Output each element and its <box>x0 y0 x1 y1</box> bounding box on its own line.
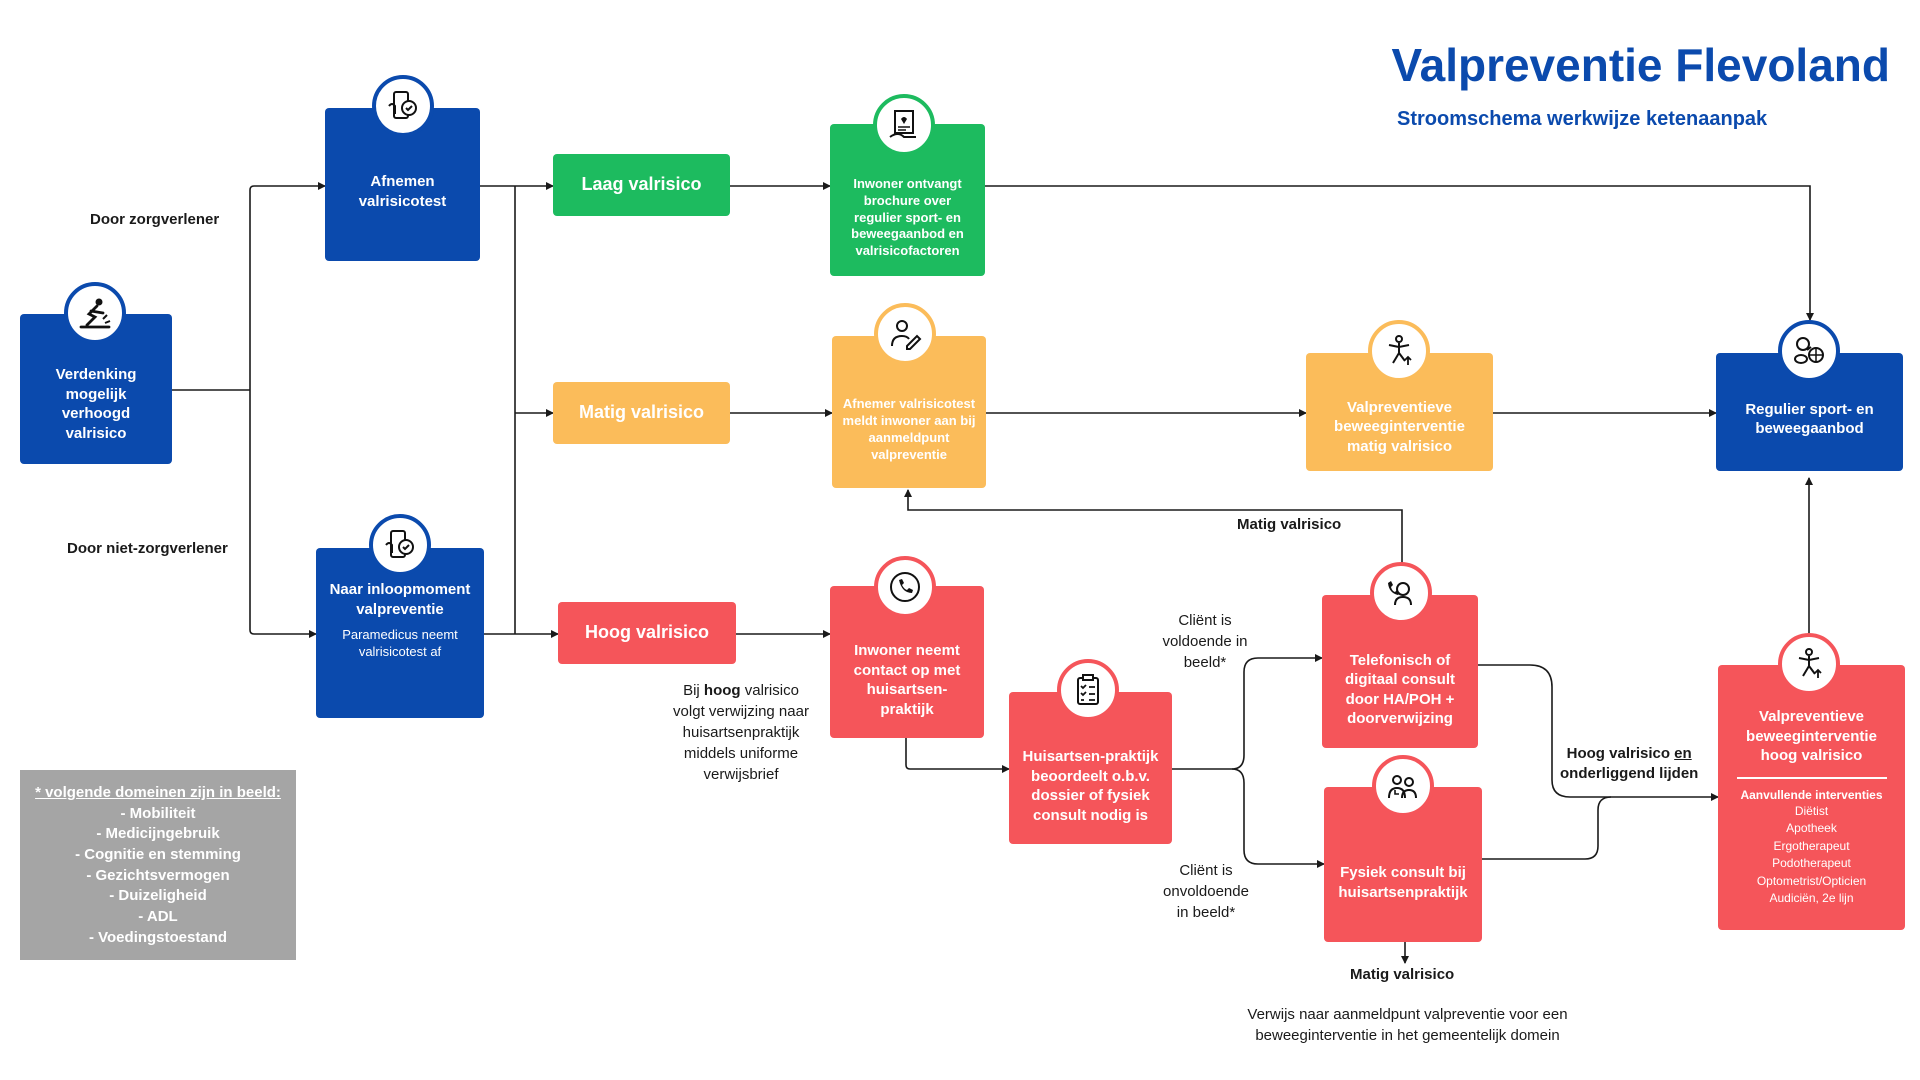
legend-heading: * volgende domeinen zijn in beeld: <box>35 784 281 801</box>
moderate-risk-label: Matig valrisico <box>578 402 705 423</box>
phone-consult-label: Telefonisch of digitaal consult door HA/… <box>1344 651 1455 728</box>
high-risk-underlying-label: Hoog valrisico en onderliggend lijden <box>1560 744 1698 785</box>
list-item: Ergotherapeut <box>1773 838 1850 853</box>
legend-item: - Medicijngebruik <box>96 825 220 843</box>
moderate-intervention-label: Valpreventieve beweeginterventie matig v… <box>1334 398 1465 455</box>
gp-assessment-box: Huisartsen-praktijk beoordeelt o.b.v. do… <box>1009 692 1172 844</box>
list-item: Audiciën, 2e lijn <box>1769 891 1854 906</box>
doctor-patient-icon <box>1372 755 1434 817</box>
high-risk-text: Hoog valrisico <box>1566 745 1670 762</box>
telehealth-icon <box>1370 562 1432 624</box>
client-sufficient-label: Cliënt is voldoende in beeld* <box>1162 612 1248 671</box>
low-risk-box: Laag valrisico <box>553 154 730 216</box>
phone-check-icon <box>372 75 434 137</box>
referral-note-prefix: Bij <box>683 682 700 699</box>
referral-note-rest: valrisico volgt verwijzing naar huisarts… <box>673 682 809 783</box>
brochure-label: Inwoner ontvangt brochure over regulier … <box>851 175 964 259</box>
legend-item: - ADL <box>138 908 178 926</box>
moderate-return-label: Matig valrisico <box>1237 516 1342 533</box>
legend-item: - Cognitie en stemming <box>75 846 241 864</box>
referral-note-emphasis: hoog <box>703 682 741 699</box>
list-item: Optometrist/Opticien <box>1756 873 1867 888</box>
legend-item: - Duizeligheid <box>109 887 207 905</box>
list-item: Podotherapeut <box>1772 856 1851 871</box>
sports-balls-icon <box>1778 320 1840 382</box>
legend-item: - Voedingstoestand <box>88 928 228 946</box>
walk-in-sublabel: Paramedicus neemt valrisicotest af <box>342 627 458 659</box>
exercise-icon <box>1368 320 1430 382</box>
list-item: Diëtist <box>1794 804 1829 819</box>
fall-icon <box>64 282 126 344</box>
contact-gp-label: Inwoner neemt contact op met huisartsen-… <box>853 642 961 718</box>
phone-check-icon <box>369 514 431 576</box>
page-title: Valpreventie Flevoland <box>1391 39 1890 91</box>
additional-list: Diëtist Apotheek Ergotherapeut Podothera… <box>1757 803 1866 907</box>
gp-assessment-label: Huisartsen-praktijk beoordeelt o.b.v. do… <box>1022 748 1159 824</box>
registration-label: Afnemer valrisicotest meldt inwoner aan … <box>842 396 976 462</box>
legend-item: - Gezichtsvermogen <box>86 866 230 884</box>
moderate-risk-box: Matig valrisico <box>553 382 730 444</box>
client-insufficient-label: Cliënt is onvoldoende in beeld* <box>1163 862 1249 921</box>
walk-in-box: Naar inloopmoment valpreventie Paramedic… <box>316 548 484 718</box>
moderate-bottom-label: Matig valrisico <box>1350 966 1455 983</box>
phone-consult-box: Telefonisch of digitaal consult door HA/… <box>1322 595 1478 748</box>
page-subtitle: Stroomschema werkwijze ketenaanpak <box>1397 108 1768 130</box>
refer-label: Verwijs naar aanmeldpunt valpreventie vo… <box>1247 1006 1568 1044</box>
exercise-icon <box>1778 633 1840 695</box>
additional-title: Aanvullende interventies <box>1740 787 1883 802</box>
list-item: Apotheek <box>1786 821 1837 836</box>
low-risk-label: Laag valrisico <box>581 174 702 195</box>
suspicion-label: Verdenking mogelijk verhoogd valrisico <box>55 366 137 442</box>
referral-note: Bij hoog valrisico volgt verwijzing naar… <box>666 680 816 785</box>
high-intervention-box: Valpreventieve beweeginterventie hoog va… <box>1718 665 1905 930</box>
domains-legend: * volgende domeinen zijn in beeld: - Mob… <box>20 770 296 960</box>
walk-in-label: Naar inloopmoment valpreventie <box>329 581 471 618</box>
by-non-care-provider-label: Door niet-zorgverlener <box>67 540 228 557</box>
clipboard-icon <box>1057 659 1119 721</box>
legend-item: - Mobiliteit <box>120 804 196 822</box>
regular-sport-label: Regulier sport- en beweegaanbod <box>1745 400 1874 438</box>
underlying-text: onderliggend lijden <box>1560 765 1699 783</box>
high-risk-box: Hoog valrisico <box>558 602 736 664</box>
by-care-provider-label: Door zorgverlener <box>90 211 220 228</box>
and-text: en <box>1674 745 1692 762</box>
document-heart-icon <box>873 94 935 156</box>
divider <box>1736 776 1887 779</box>
high-risk-label: Hoog valrisico <box>584 622 710 643</box>
high-intervention-label: Valpreventieve beweeginterventie hoog va… <box>1746 708 1877 764</box>
physical-consult-label: Fysiek consult bij huisartsenpraktijk <box>1338 864 1468 901</box>
person-edit-icon <box>874 303 936 365</box>
phone-call-icon <box>874 556 936 618</box>
take-test-label: Afnemen valrisicotest <box>358 173 447 210</box>
